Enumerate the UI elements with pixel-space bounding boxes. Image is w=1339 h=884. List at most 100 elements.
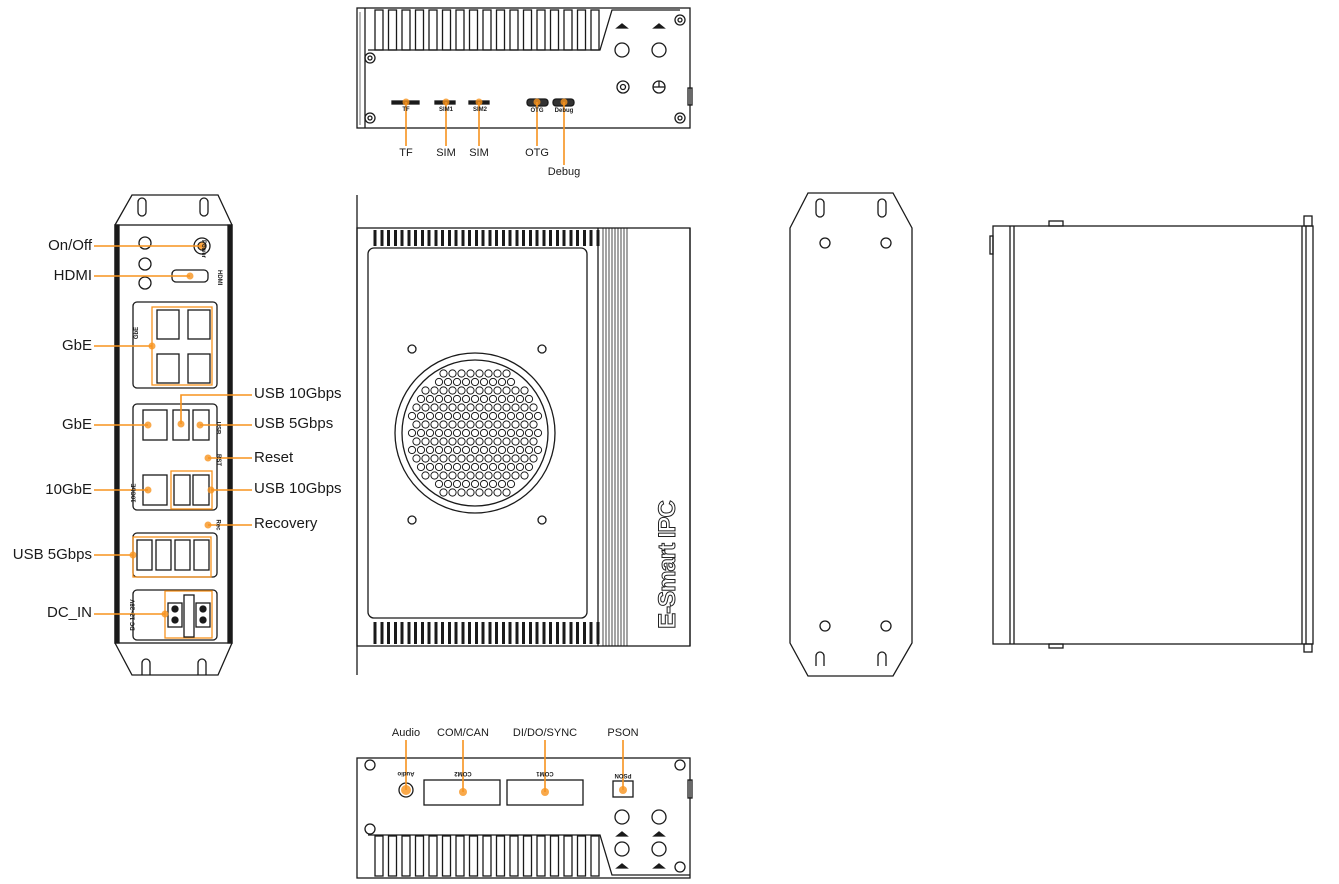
label-hdmi: HDMI <box>53 267 92 284</box>
decor <box>515 462 525 472</box>
decor <box>425 428 435 438</box>
decor <box>441 835 452 877</box>
label-gbe: GbE <box>61 416 92 433</box>
decor <box>439 403 448 412</box>
decor <box>529 437 538 446</box>
decor <box>434 394 444 404</box>
decor <box>475 488 484 497</box>
decor <box>425 462 435 472</box>
decor <box>511 386 520 395</box>
decor <box>466 386 475 395</box>
silk-dc: DC 12~28V <box>130 599 137 631</box>
decor <box>502 437 511 446</box>
label-reset: Reset <box>254 449 294 466</box>
decor <box>484 403 493 412</box>
decor <box>488 462 498 472</box>
decor <box>457 488 466 497</box>
bottom-io-panel <box>356 757 693 879</box>
decor <box>407 411 417 421</box>
decor <box>479 377 489 387</box>
decor <box>421 454 430 463</box>
decor <box>466 420 475 429</box>
decor <box>484 420 493 429</box>
decor <box>524 394 534 404</box>
silk-gbe: GbE <box>134 326 141 340</box>
decor <box>425 445 435 455</box>
decor <box>484 471 493 480</box>
decor <box>466 454 475 463</box>
decor <box>488 445 498 455</box>
decor <box>515 394 525 404</box>
decor <box>495 835 506 877</box>
decor <box>511 454 520 463</box>
decor <box>506 428 516 438</box>
decor <box>493 488 502 497</box>
top-view <box>356 195 691 675</box>
brand-logo: E-Smart IPC <box>654 501 682 630</box>
decor <box>497 394 507 404</box>
decor <box>520 420 529 429</box>
decor <box>421 471 430 480</box>
decor <box>479 479 489 489</box>
decor <box>497 479 507 489</box>
decor <box>520 471 529 480</box>
decor <box>522 835 533 877</box>
label-usb-10gbps-bottom: USB 10Gbps <box>254 480 342 497</box>
label-tf: TF <box>399 147 413 159</box>
decor <box>502 454 511 463</box>
decor <box>461 377 471 387</box>
decor <box>412 403 421 412</box>
decor <box>529 420 538 429</box>
front-leaders <box>94 242 252 618</box>
decor <box>448 471 457 480</box>
decor <box>421 420 430 429</box>
decor <box>457 403 466 412</box>
decor <box>475 420 484 429</box>
decor <box>434 377 444 387</box>
decor <box>439 420 448 429</box>
decor <box>457 471 466 480</box>
decor <box>452 411 462 421</box>
decor <box>511 420 520 429</box>
decor <box>461 445 471 455</box>
decor <box>439 454 448 463</box>
decor <box>443 411 453 421</box>
decor <box>434 479 444 489</box>
decor <box>457 369 466 378</box>
decor <box>461 462 471 472</box>
decor <box>457 437 466 446</box>
label-di-do-sync: DI/DO/SYNC <box>512 727 578 739</box>
decor <box>470 428 480 438</box>
decor <box>506 479 516 489</box>
decor <box>484 454 493 463</box>
decor <box>439 386 448 395</box>
top-io-panel <box>356 7 693 129</box>
label-gbe-quad: GbE <box>61 337 92 354</box>
decor <box>488 428 498 438</box>
decor <box>470 462 480 472</box>
decor <box>497 462 507 472</box>
decor <box>511 471 520 480</box>
silk-power: Power <box>200 240 206 259</box>
decor <box>457 420 466 429</box>
decor <box>448 403 457 412</box>
decor <box>511 403 520 412</box>
silk-debug: Debug <box>554 108 574 114</box>
decor <box>443 377 453 387</box>
label-recovery: Recovery <box>254 515 318 532</box>
decor <box>434 462 444 472</box>
decor <box>475 471 484 480</box>
decor <box>430 454 439 463</box>
decor <box>421 437 430 446</box>
decor <box>470 377 480 387</box>
silk-rst: RST <box>215 454 221 466</box>
label-usb-10gbps-top: USB 10Gbps <box>254 385 342 402</box>
decor <box>461 394 471 404</box>
decor <box>524 462 534 472</box>
decor <box>479 462 489 472</box>
decor <box>493 386 502 395</box>
decor <box>524 428 534 438</box>
decor <box>470 445 480 455</box>
decor <box>452 377 462 387</box>
decor <box>416 462 426 472</box>
